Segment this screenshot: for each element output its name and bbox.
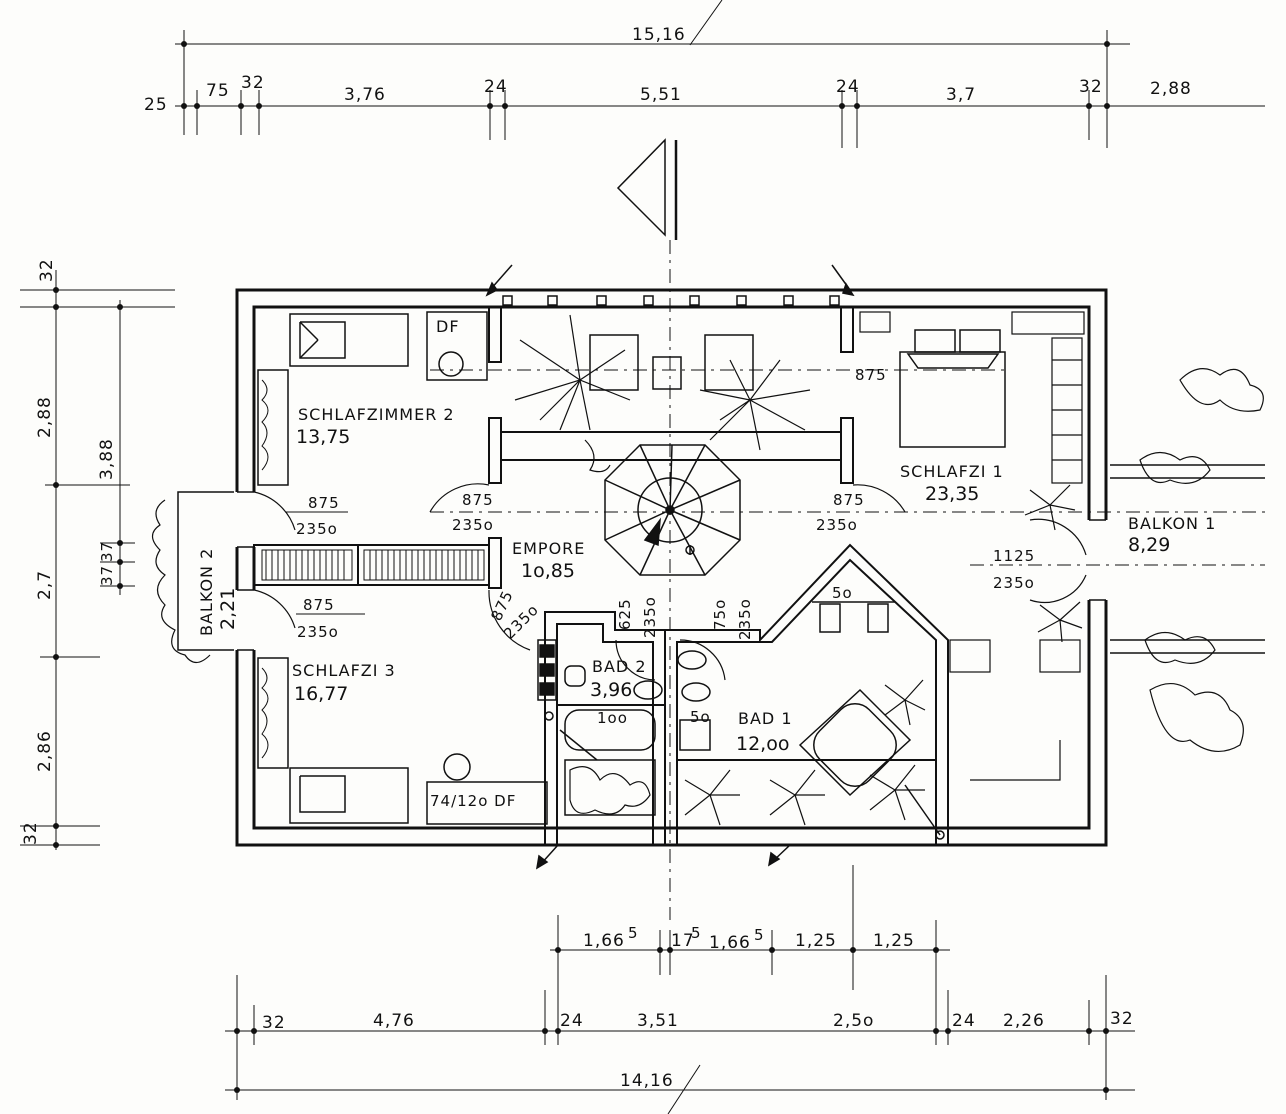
dim-top-4: 24 (484, 77, 508, 97)
bottom-total-dimension: 14,16 (620, 1071, 674, 1091)
dim-bottom-sub-6: 1,25 (795, 931, 837, 951)
dim-top-9: 2,88 (1150, 79, 1192, 99)
dim-left-1: 2,88 (35, 396, 55, 438)
room-name-schlafzi3: SCHLAFZI 3 (292, 661, 396, 680)
room-area-empore: 1o,85 (521, 560, 575, 582)
dim-bottom-sub-2: 17 (671, 931, 695, 951)
door-height-label: 235o (993, 574, 1035, 592)
dim-top-3: 3,76 (344, 85, 386, 105)
dim-left-6: 2,86 (35, 730, 55, 772)
room-name-bad1: BAD 1 (738, 709, 793, 728)
dim-left-3: 37 (98, 541, 116, 562)
dim-left-5: 2,7 (35, 570, 55, 600)
top-dimension-chain: 15,16 25 75 32 3,76 24 5,51 24 3,7 32 2,… (144, 0, 1265, 148)
dim-bottom-sub-7: 1,25 (873, 931, 915, 951)
dim-bottom-3: 3,51 (637, 1011, 679, 1031)
dim-top-1: 75 (206, 81, 230, 101)
wardrobe-bedroom2 (257, 369, 289, 486)
dim-top-6: 24 (836, 77, 860, 97)
door-height-label: 235o (297, 623, 339, 641)
room-name-schlafzimmer2: SCHLAFZIMMER 2 (298, 405, 455, 424)
dim-bottom-6: 2,26 (1003, 1011, 1045, 1031)
door-width-label: 75o (711, 599, 729, 630)
bathroom-fixtures (537, 601, 912, 816)
room-area-schlafzi3: 16,77 (294, 683, 348, 705)
dim-bottom-4: 2,5o (833, 1011, 874, 1031)
door-width-label: 625 (616, 598, 634, 630)
door-width-label: 875 (308, 494, 340, 512)
wardrobe-bedroom3 (257, 657, 289, 769)
door-height-label: 235o (296, 520, 338, 538)
room-area-schlafzimmer2: 13,75 (296, 426, 350, 448)
dim-left-7: 32 (21, 821, 41, 845)
dim-bottom-sub-3: 5 (691, 924, 702, 942)
dim-bottom-sub-1: 5 (628, 924, 639, 942)
straight-stair (261, 549, 485, 581)
dim-bottom-sub-0: 1,66 (583, 931, 625, 951)
bed-bedroom1 (899, 329, 1006, 448)
dim-top-8: 32 (1079, 77, 1103, 97)
door-width-label: 875 (462, 491, 494, 509)
room-name-empore: EMPORE (512, 539, 585, 558)
door-width-label: 875 (833, 491, 865, 509)
room-name-balkon2: BALKON 2 (197, 548, 216, 636)
room-area-bad2: 3,96 (590, 679, 632, 701)
dim-bottom-7: 32 (1110, 1009, 1134, 1029)
plant-icons (151, 314, 1264, 826)
bed-bedroom2 (289, 313, 409, 367)
room-area-schlafzi1: 23,35 (925, 483, 979, 505)
outer-walls (234, 288, 1110, 847)
roof-window-df-top: DF (426, 311, 488, 381)
axis-lines (430, 240, 1265, 920)
interior-walls (253, 306, 949, 845)
left-dimension-chain: 32 2,88 3,88 37 37 2,7 2,86 32 (20, 258, 175, 850)
room-area-balkon1: 8,29 (1128, 534, 1170, 556)
door-height-label: 235o (641, 596, 659, 638)
room-name-balkon1: BALKON 1 (1128, 514, 1216, 533)
tub-label: 1oo (597, 709, 628, 727)
dim-bottom-5: 24 (952, 1011, 976, 1031)
wardrobe-bedroom1 (859, 311, 1085, 781)
roof-windows (502, 295, 840, 391)
room-area-balkon2: 2,21 (217, 588, 239, 630)
balcony-railings (177, 464, 1265, 654)
bed-bedroom3 (289, 767, 409, 824)
room-area-bad1: 12,oo (736, 733, 789, 755)
dim-top-5: 5,51 (640, 85, 682, 105)
dim-top-0: 25 (144, 95, 168, 115)
top-total-dimension: 15,16 (632, 25, 686, 45)
dim-bottom-1: 4,76 (373, 1011, 415, 1031)
room-name-bad2: BAD 2 (592, 657, 647, 676)
df-top-label: DF (436, 317, 460, 336)
dim-left-2: 3,88 (97, 438, 117, 480)
df-bottom-label: 74/12o DF (430, 792, 516, 810)
spiral-staircase (604, 444, 741, 576)
door-height-label: 235o (736, 598, 754, 640)
pipe-arrows (485, 264, 945, 870)
fixture-label: 5o (832, 584, 853, 602)
dim-bottom-0: 32 (262, 1013, 286, 1033)
room-labels: SCHLAFZIMMER 2 13,75 SCHLAFZI 1 23,35 SC… (197, 405, 1216, 755)
dim-bottom-2: 24 (560, 1011, 584, 1031)
door-height-label: 235o (816, 516, 858, 534)
door-width-label: 875 (303, 596, 335, 614)
door-height-label: 235o (452, 516, 494, 534)
dim-bottom-sub-5: 5 (754, 926, 765, 944)
dim-top-7: 3,7 (946, 85, 976, 105)
north-arrow-icon (616, 138, 678, 240)
bottom-dimension-chain: 1,66 5 17 5 1,66 5 1,25 1,25 32 4,76 24 … (225, 865, 1135, 1114)
door-swings (253, 483, 1087, 681)
fixture-label: 5o (690, 708, 711, 726)
dim-left-0: 32 (37, 258, 57, 282)
room-name-schlafzi1: SCHLAFZI 1 (900, 462, 1004, 481)
roof-window-df-bottom: 74/12o DF (426, 753, 548, 825)
dim-top-2: 32 (241, 73, 265, 93)
dim-left-4: 37 (98, 565, 116, 586)
dim-bottom-sub-4: 1,66 (709, 933, 751, 953)
window-width-label: 875 (855, 366, 887, 384)
door-width-label: 1125 (993, 547, 1035, 565)
